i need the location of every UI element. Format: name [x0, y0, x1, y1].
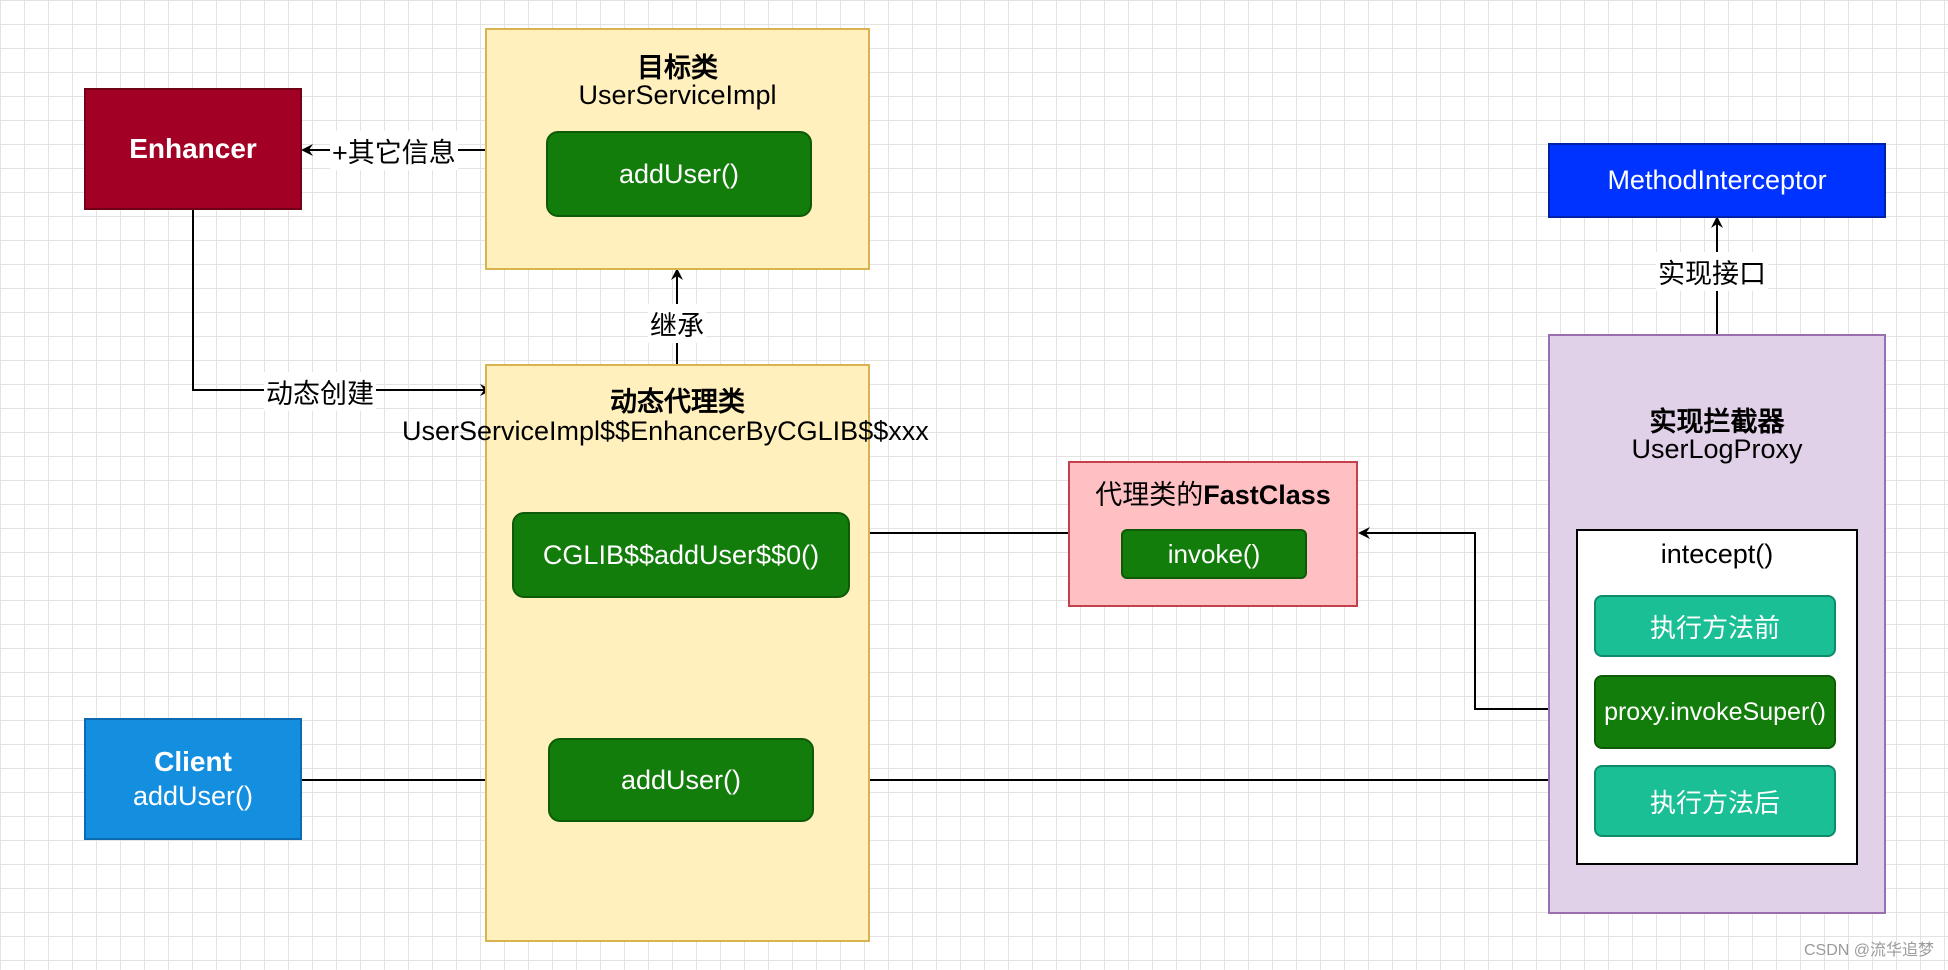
watermark: CSDN @流华追梦 [1803, 942, 1934, 959]
edge-label-other-info: +其它信息 [330, 131, 458, 170]
edge-label-dynamic-create: 动态创建 [264, 372, 376, 411]
edge-dynamic-create [192, 210, 492, 396]
client-method: addUser() [132, 781, 254, 811]
target-class-node: 目标类 UserServiceImpl addUser() [485, 28, 870, 270]
target-class-title: 目标类 [637, 53, 718, 83]
interceptor-impl-name: UserLogProxy [1631, 434, 1803, 464]
target-adduser-method: addUser() [546, 131, 812, 217]
proxy-class-title: 动态代理类 [610, 387, 745, 417]
interceptor-impl-title: 实现拦截器 [1649, 407, 1785, 437]
target-class-name: UserServiceImpl [578, 80, 777, 110]
client-title: Client [154, 746, 232, 777]
proxy-class-name: UserServiceImpl$$EnhancerByCGLIB$$xxx [402, 416, 929, 446]
fastclass-invoke-method: invoke() [1121, 529, 1307, 579]
intercept-method-box: intecept() 执行方法前 proxy.invokeSuper() 执行方… [1576, 529, 1858, 865]
edge-invokesuper-to-fastclass [1358, 527, 1594, 710]
after-method-step: 执行方法后 [1594, 765, 1836, 837]
fastclass-title-bold: FastClass [1203, 480, 1331, 510]
intercept-method-title: intecept() [1660, 539, 1774, 569]
fastclass-title: 代理类的FastClass [1070, 473, 1356, 512]
enhancer-label: Enhancer [129, 133, 257, 164]
client-node: Client addUser() [84, 718, 302, 840]
fastclass-title-prefix: 代理类的 [1095, 480, 1204, 510]
cglib-adduser-method: CGLIB$$addUser$$0() [512, 512, 850, 598]
before-method-step: 执行方法前 [1594, 595, 1836, 657]
proxy-class-node [485, 364, 870, 942]
method-interceptor-label: MethodInterceptor [1607, 165, 1827, 195]
method-interceptor-node: MethodInterceptor [1548, 143, 1886, 218]
interceptor-impl-node: 实现拦截器 UserLogProxy intecept() 执行方法前 prox… [1548, 334, 1886, 914]
edge-label-implement: 实现接口 [1656, 252, 1768, 291]
enhancer-node: Enhancer [84, 88, 302, 210]
proxy-adduser-method: addUser() [548, 738, 814, 822]
fastclass-node: 代理类的FastClass invoke() [1068, 461, 1358, 607]
invoke-super-step: proxy.invokeSuper() [1594, 675, 1836, 749]
edge-label-inherit: 继承 [648, 304, 706, 343]
